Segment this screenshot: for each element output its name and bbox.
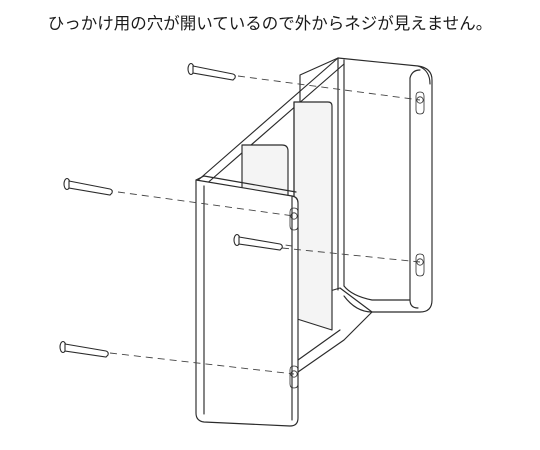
top-edge	[195, 57, 345, 187]
caption: ひっかけ用の穴が開いているので外からネジが見えません。	[47, 14, 493, 33]
alignment-lines	[109, 75, 421, 375]
divider	[293, 101, 333, 331]
front-panel	[195, 175, 373, 427]
back-plate	[299, 57, 433, 313]
screw	[187, 62, 236, 81]
screw	[63, 177, 113, 196]
inner-panel	[241, 144, 289, 197]
screw	[233, 233, 283, 251]
screw	[59, 340, 109, 358]
